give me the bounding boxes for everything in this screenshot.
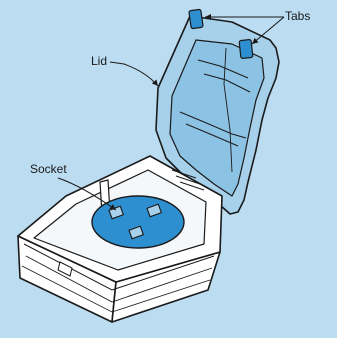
lid-label: Lid <box>91 55 107 67</box>
socket <box>92 196 184 248</box>
lid-leader-line <box>110 62 158 86</box>
socket-label: Socket <box>30 163 67 175</box>
socket-face <box>92 196 184 248</box>
tabs-label: Tabs <box>285 10 310 22</box>
tab-left <box>189 9 203 28</box>
tab-right <box>239 39 253 58</box>
